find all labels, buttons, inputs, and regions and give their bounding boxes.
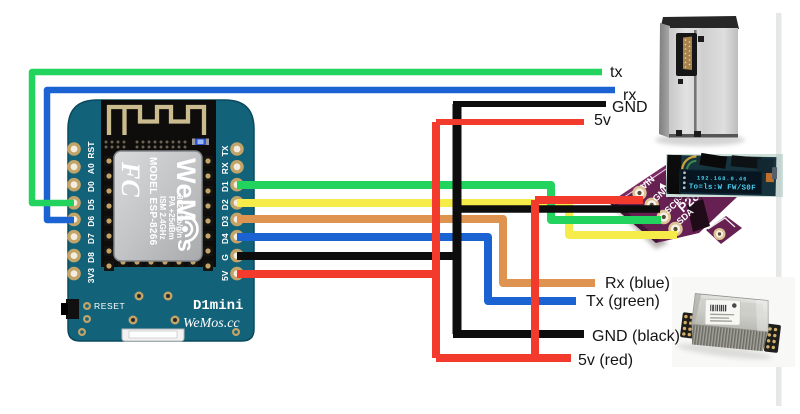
svg-text:To=ls:W FW/S0F: To=ls:W FW/S0F <box>689 183 757 192</box>
svg-text:D6: D6 <box>86 216 96 227</box>
svg-text:ISM 2.4GHz: ISM 2.4GHz <box>158 196 167 240</box>
svg-text:RST: RST <box>86 141 96 159</box>
svg-text:802.11b/g/n: 802.11b/g/n <box>175 195 184 238</box>
svg-text:3V3: 3V3 <box>86 268 96 283</box>
svg-text:D7: D7 <box>86 233 96 244</box>
svg-text:5v (red): 5v (red) <box>578 352 633 369</box>
svg-text:GND (black): GND (black) <box>592 328 680 345</box>
svg-text:RESET: RESET <box>94 301 125 311</box>
svg-text:RX: RX <box>220 162 230 174</box>
svg-text:s: s <box>173 239 199 252</box>
svg-text:tx: tx <box>610 64 622 81</box>
svg-text:D1: D1 <box>220 181 230 192</box>
svg-text:FC: FC <box>116 161 145 197</box>
svg-text:5v: 5v <box>594 112 611 129</box>
svg-text:D8: D8 <box>86 252 96 263</box>
svg-text:PA +25dBm: PA +25dBm <box>167 196 176 240</box>
svg-text:WeMos.cc: WeMos.cc <box>183 316 240 331</box>
svg-text:rx: rx <box>623 87 636 104</box>
svg-text:D3: D3 <box>220 216 230 227</box>
svg-text:GND: GND <box>612 99 648 116</box>
svg-text:192.168.0.46: 192.168.0.46 <box>697 175 748 183</box>
svg-text:A0: A0 <box>86 163 96 174</box>
svg-text:D5: D5 <box>86 199 96 210</box>
svg-text:Tx (green): Tx (green) <box>586 293 660 310</box>
svg-text:Rx (blue): Rx (blue) <box>605 275 670 292</box>
svg-text:TX: TX <box>220 145 230 156</box>
svg-text:WeM: WeM <box>171 158 201 222</box>
svg-text:D2: D2 <box>220 199 230 210</box>
svg-text:D1mini: D1mini <box>193 298 243 314</box>
svg-text:D0: D0 <box>86 181 96 192</box>
svg-text:5V: 5V <box>220 270 230 281</box>
svg-text:D4: D4 <box>220 233 230 244</box>
svg-text:G: G <box>220 254 230 261</box>
svg-text:MODEL ESP-8266: MODEL ESP-8266 <box>147 157 158 246</box>
